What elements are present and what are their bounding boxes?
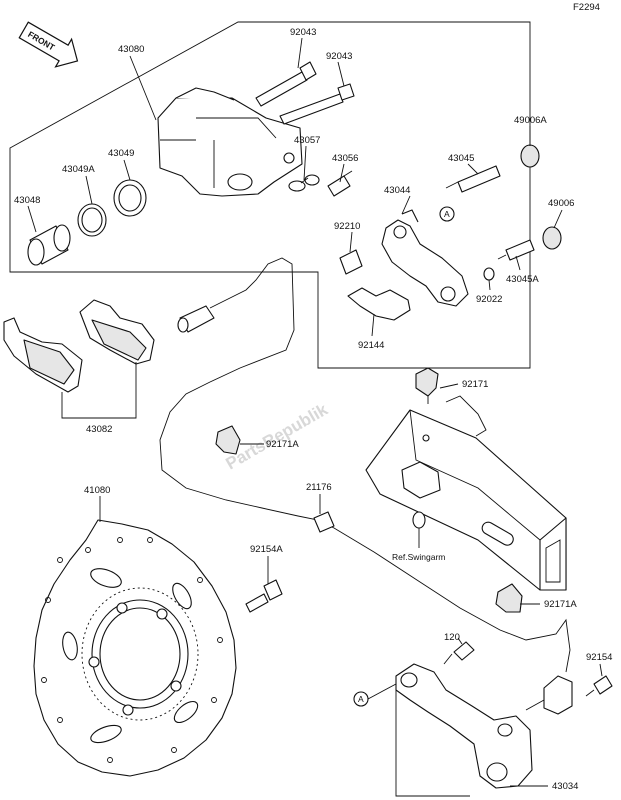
callout-43044: 43044 — [384, 185, 410, 196]
pin-boot — [520, 144, 540, 168]
bracket-o-ring — [483, 267, 495, 281]
callout-120: 120 — [444, 632, 460, 643]
bleeder-valve — [327, 170, 353, 197]
pad-callout-bracket — [61, 362, 137, 419]
caliper-piston — [27, 224, 71, 266]
slide-pin — [445, 165, 501, 193]
disc-bolt — [245, 579, 283, 613]
ref-marker-a-top — [439, 206, 455, 222]
caliper-bolt-upper — [255, 61, 317, 107]
callout-92210: 92210 — [334, 221, 360, 232]
callout-92154a: 92154A — [250, 544, 283, 555]
bleeder-cap — [288, 174, 320, 192]
leader-lines — [27, 37, 603, 797]
pin-boot-2 — [542, 226, 562, 250]
brake-pad-right — [79, 299, 155, 365]
watermark: PartsRepublik — [223, 400, 332, 474]
callout-92043-b: 92043 — [326, 51, 352, 62]
brake-pad-left — [3, 317, 83, 393]
piston-seal — [113, 179, 147, 217]
callout-92171a-upper: 92171A — [266, 439, 299, 450]
ref-mark-a-bottom: A — [358, 694, 364, 704]
caliper-bolt-lower — [279, 83, 355, 125]
caliper-body — [157, 87, 303, 197]
slide-pin-a — [497, 239, 535, 261]
sensor-bolt-120 — [443, 641, 475, 665]
callout-43080: 43080 — [118, 44, 144, 55]
callout-92171: 92171 — [462, 379, 488, 390]
clip-92171 — [415, 367, 439, 404]
abs-sensor-lead — [159, 257, 571, 673]
callout-43048: 43048 — [14, 195, 40, 206]
front-arrow-icon: FRONT — [18, 21, 79, 68]
dust-seal — [77, 203, 107, 237]
sensor-bolt-92154 — [585, 675, 613, 697]
callout-43034: 43034 — [552, 781, 578, 792]
ref-swingarm-note: Ref.Swingarm — [392, 552, 445, 562]
callout-92144: 92144 — [358, 340, 384, 351]
callout-43056: 43056 — [332, 153, 358, 164]
callout-43057: 43057 — [294, 135, 320, 146]
ref-mark-a-top: A — [444, 209, 450, 219]
callout-43049a: 43049A — [62, 164, 95, 175]
callout-92154: 92154 — [586, 652, 612, 663]
sensor-connector — [177, 305, 215, 333]
callout-41080: 41080 — [84, 485, 110, 496]
cable-clamp-lower — [495, 583, 523, 613]
figure-code: F2294 — [573, 2, 600, 13]
callout-49006a: 49006A — [514, 115, 547, 126]
callout-49006: 49006 — [548, 198, 574, 209]
sensor-bracket — [395, 663, 533, 789]
callout-92043-a: 92043 — [290, 27, 316, 38]
callout-43049: 43049 — [108, 148, 134, 159]
swingarm-reference — [365, 395, 567, 591]
pad-spring — [347, 287, 411, 321]
bracket-sleeve — [339, 249, 363, 275]
callout-43045: 43045 — [448, 153, 474, 164]
caliper-assembly-outline — [9, 21, 531, 369]
callout-21176: 21176 — [306, 482, 332, 493]
ref-a-leader — [367, 683, 397, 700]
wheel-speed-sensor — [525, 675, 573, 715]
callout-92022: 92022 — [476, 294, 502, 305]
cable-clamp-upper — [215, 425, 241, 455]
brake-disc — [33, 519, 237, 777]
callout-43082: 43082 — [86, 424, 112, 435]
callout-92171a-lower: 92171A — [544, 599, 577, 610]
callout-43045a: 43045A — [506, 274, 539, 285]
cable-grommet — [313, 511, 335, 533]
caliper-bracket — [381, 209, 469, 307]
